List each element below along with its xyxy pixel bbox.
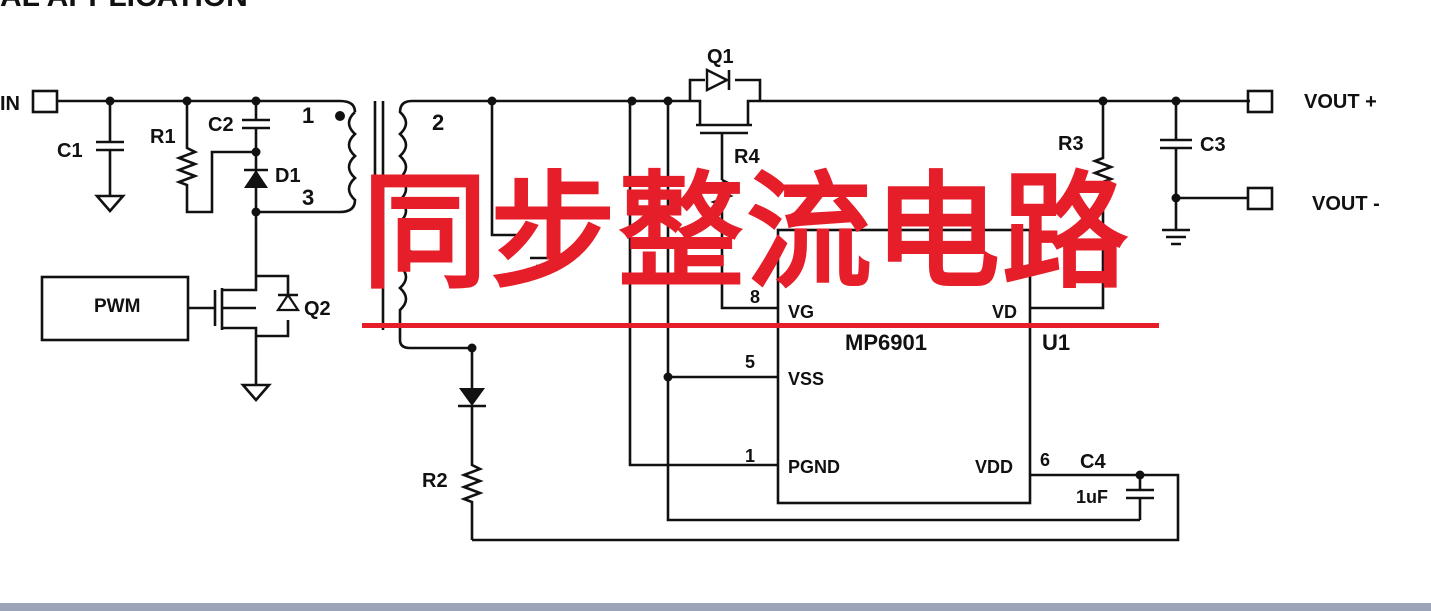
u1-label: U1 [1042,330,1070,355]
vout-minus-terminal [1246,186,1274,211]
resistor-r3 [1030,101,1115,310]
pin2-label: 2 [432,110,444,135]
vd-pin-label: VD [992,302,1017,322]
secondary-winding [398,99,1250,350]
c4-value: 1uF [1076,487,1108,507]
resistor-r4 [710,178,778,310]
heading: AL APPLICATION [0,0,248,13]
vin-label: IN [0,93,20,115]
r3-label: R3 [1058,133,1084,155]
resistor-r1 [175,101,256,214]
capacitor-c2 [242,101,270,212]
pin3-label: 3 [302,185,314,210]
secondary-wires [490,101,1140,522]
pin6-label: 6 [1040,450,1050,470]
pgnd-pin-label: PGND [788,457,840,477]
vout-plus-label: VOUT + [1304,91,1377,113]
diode-d1 [244,170,268,188]
overlay-title: 同步整流电路 [362,159,1130,306]
r2-label: R2 [422,470,448,492]
resistor-r2 [458,348,486,540]
vin-terminal [31,89,59,114]
c1-label: C1 [57,140,83,162]
c2-label: C2 [208,114,234,136]
bottom-bar [0,603,1431,611]
diode [459,388,485,406]
vg-pin-label: VG [788,302,814,322]
d1-label: D1 [275,165,301,187]
pwm-label: PWM [94,296,140,317]
capacitor-c4 [472,473,1180,542]
pin8-label: 8 [750,287,760,307]
primary-winding [256,111,357,214]
vdd-pin-label: VDD [975,457,1013,477]
mosfet-q1 [688,68,762,180]
vout-plus-terminal [1246,89,1274,114]
c4-label: C4 [1080,451,1106,473]
q1-label: Q1 [707,46,734,68]
c3-label: C3 [1200,134,1226,156]
transformer-core [373,101,385,330]
capacitor-c3 [1160,101,1248,246]
ic-u1 [776,228,1032,505]
pgnd-pin-number: 1 [745,446,755,466]
r1-label: R1 [150,126,176,148]
primary-rail [57,99,357,113]
overlay-underline [362,323,1159,328]
pin1-label: 1 [302,103,314,128]
vout-minus-label: VOUT - [1312,193,1380,215]
chip-name: MP6901 [845,330,927,355]
capacitor-c1 [94,101,126,213]
pin5-label: 5 [745,352,755,372]
q2-label: Q2 [304,298,331,320]
r4-label: R4 [734,146,760,168]
mosfet-q2 [188,212,301,402]
vss-pin-label: VSS [788,369,824,389]
